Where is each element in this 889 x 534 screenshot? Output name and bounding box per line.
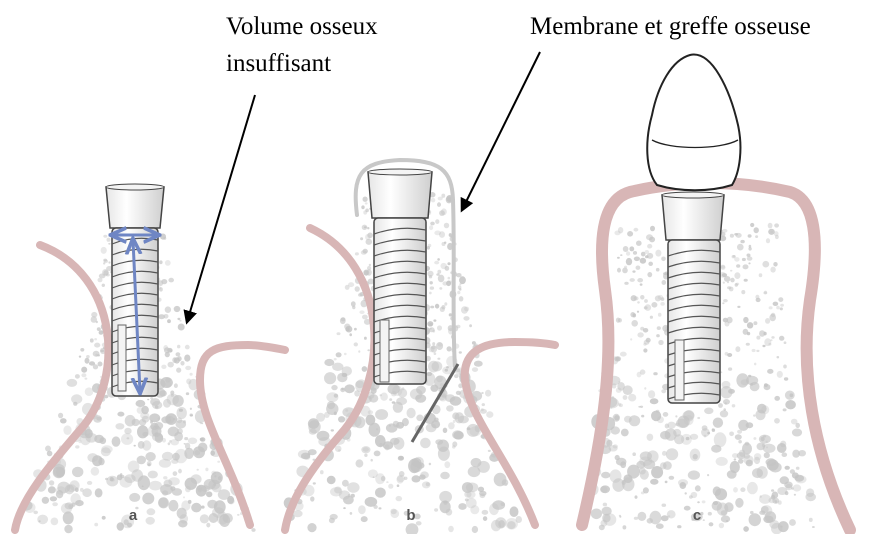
panel-letter-c: c [693,507,701,524]
panel-a: a [15,184,285,530]
pointer-arrow-membrane [462,52,540,210]
implant-c [662,192,724,403]
implant-b [368,169,432,384]
gum-right-a [200,345,285,525]
pointer-arrow-volume [187,95,255,322]
panel-b: b [285,160,555,530]
crown-c [647,55,740,191]
panel-letter-b: b [406,507,415,524]
panel-letter-a: a [129,507,138,524]
